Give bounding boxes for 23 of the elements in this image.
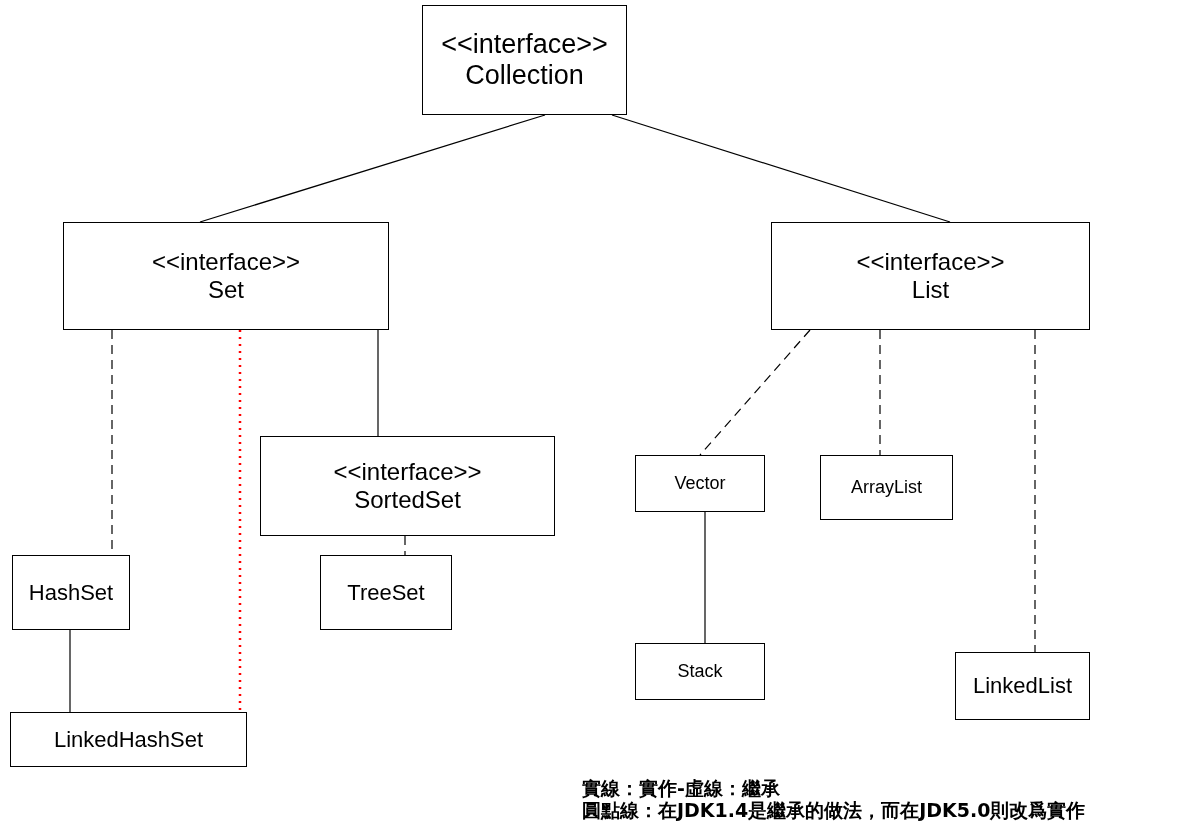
connector-line [611, 114, 951, 223]
dashed-line [1034, 329, 1036, 653]
interface-box: <<interface>> Set [63, 222, 389, 330]
legend-note: 圓點線：在JDK1.4是繼承的做法，而在JDK5.0則改爲實作 [582, 800, 1086, 821]
dashed-line [699, 329, 811, 456]
class-box: ArrayList [820, 455, 953, 520]
class-box: TreeSet [320, 555, 452, 630]
dotted-line [238, 330, 242, 712]
interface-box: <<interface>> Collection [422, 5, 627, 115]
dashed-line [879, 329, 881, 456]
class-box: HashSet [12, 555, 130, 630]
connector-line [199, 114, 546, 223]
legend-note: 實線：實作-虛線：繼承 [582, 778, 780, 799]
connector-line [377, 329, 379, 437]
interface-box: <<interface>> List [771, 222, 1090, 330]
class-box: Stack [635, 643, 765, 700]
class-box: Vector [635, 455, 765, 512]
connector-line [704, 511, 706, 644]
connector-line [69, 629, 71, 713]
interface-box: LinkedHashSet [10, 712, 247, 767]
class-box: LinkedList [955, 652, 1090, 720]
interface-box: <<interface>> SortedSet [260, 436, 555, 536]
dashed-line [404, 535, 406, 556]
